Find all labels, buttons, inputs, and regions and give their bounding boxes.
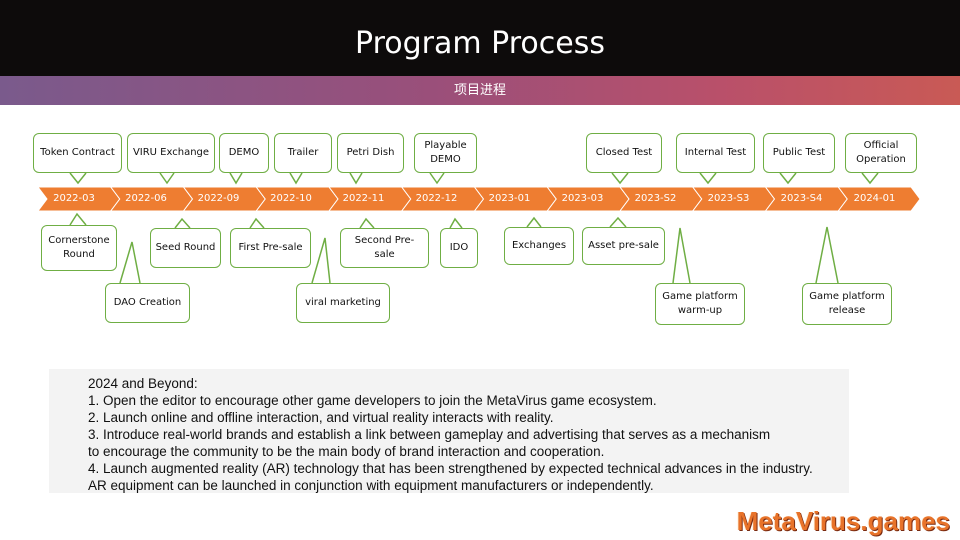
- callout-asset-presale: Asset pre-sale: [582, 227, 665, 265]
- callout-token-contract: Token Contract: [33, 133, 122, 173]
- timeline-arrow-segment: [837, 186, 921, 212]
- page-title: Program Process: [355, 26, 605, 61]
- callout-playable-demo: Playable DEMO: [414, 133, 477, 173]
- callout-second-presale: Second Pre-sale: [340, 228, 429, 268]
- page-subtitle: 项目进程: [453, 83, 506, 98]
- callout-tail: [249, 217, 265, 229]
- timeline-arrows: [37, 186, 921, 212]
- callout-seed-round: Seed Round: [150, 228, 221, 268]
- callout-tail: [174, 217, 191, 229]
- callout-tail: [69, 212, 87, 226]
- callout-game-platform-release: Game platform release: [802, 283, 892, 325]
- callout-game-platform-warmup: Game platform warm-up: [655, 283, 745, 325]
- callout-tail: [69, 172, 87, 185]
- notes-line: AR equipment can be launched in conjunct…: [88, 478, 654, 493]
- roadmap-notes: 2024 and Beyond: 1. Open the editor to e…: [49, 369, 849, 493]
- callout-tail: [349, 172, 363, 185]
- date-label: 2023-01: [488, 193, 531, 204]
- callout-internal-test: Internal Test: [676, 133, 755, 173]
- callout-tail: [699, 172, 717, 185]
- callout-official-operation: Official Operation: [845, 133, 917, 173]
- callout-viru-exchange: VIRU Exchange: [127, 133, 215, 173]
- callout-tail: [289, 172, 303, 185]
- callout-tail: [609, 216, 627, 228]
- date-label: 2022-10: [270, 193, 312, 204]
- callout-public-test: Public Test: [763, 133, 835, 173]
- date-label: 2022-06: [125, 193, 167, 204]
- callout-trailer: Trailer: [274, 133, 332, 173]
- notes-line: 2. Launch online and offline interaction…: [88, 410, 554, 425]
- notes-line: 1. Open the editor to encourage other ga…: [88, 393, 657, 408]
- date-label: 2022-12: [415, 193, 458, 204]
- callout-tail: [611, 172, 629, 185]
- callout-viral-marketing: viral marketing: [296, 283, 390, 323]
- callout-tail: [672, 227, 691, 284]
- notes-heading: 2024 and Beyond:: [88, 376, 198, 391]
- date-label: 2022-09: [197, 193, 240, 204]
- date-label: 2023-03: [561, 193, 604, 204]
- callout-closed-test: Closed Test: [586, 133, 662, 173]
- callout-tails: [69, 172, 879, 284]
- date-label: 2023-S3: [707, 193, 750, 204]
- notes-line: 3. Introduce real-world brands and estab…: [88, 427, 771, 442]
- callout-ido: IDO: [440, 228, 478, 268]
- callout-cornerstone-round: Cornerstone Round: [41, 225, 117, 271]
- callout-demo: DEMO: [219, 133, 269, 173]
- callout-tail: [359, 217, 375, 229]
- callout-first-presale: First Pre-sale: [230, 228, 311, 268]
- callout-tail: [229, 172, 243, 185]
- brand-logo: MetaVirus.games: [736, 506, 950, 536]
- callout-dao-creation: DAO Creation: [105, 283, 190, 323]
- date-label: 2022-11: [342, 193, 385, 204]
- callout-tail: [119, 241, 141, 284]
- callout-tail: [429, 172, 445, 185]
- date-label: 2023-S4: [780, 193, 823, 204]
- subtitle-band: [0, 76, 960, 105]
- callout-tail: [311, 237, 331, 284]
- header-bar: [0, 0, 960, 76]
- callout-tail: [861, 172, 879, 185]
- date-label: 2024-01: [853, 193, 896, 204]
- callout-petri-dish: Petri Dish: [337, 133, 404, 173]
- notes-line: to encourage the community to be the mai…: [88, 444, 605, 459]
- callout-tail: [815, 226, 839, 284]
- notes-line: 4. Launch augmented reality (AR) technol…: [88, 461, 813, 476]
- callout-tail: [779, 172, 797, 185]
- callout-tail: [449, 217, 463, 229]
- callout-exchanges: Exchanges: [504, 227, 574, 265]
- date-label: 2022-03: [53, 193, 95, 204]
- date-label: 2023-S2: [634, 193, 677, 204]
- callout-tail: [159, 172, 175, 185]
- callout-tail: [526, 216, 542, 228]
